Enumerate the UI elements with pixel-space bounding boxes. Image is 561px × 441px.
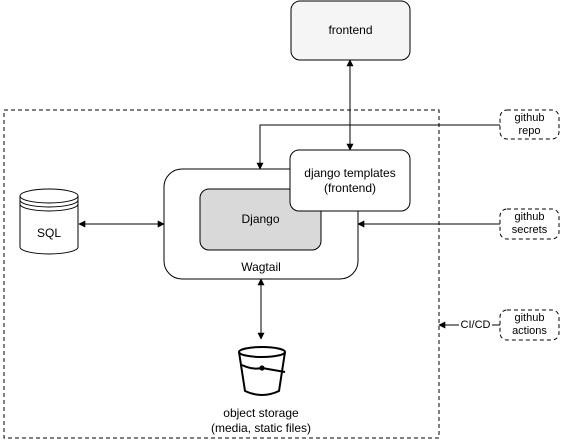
storage-bucket-icon [238,346,286,396]
github-actions-label: github actions [512,312,547,337]
github-repo-box[interactable] [499,109,560,140]
edge-repo-wagtail [256,124,500,170]
github-secrets-label: github secrets [511,211,548,236]
github-repo-label: github repo [514,111,545,137]
django-label: Django [241,212,280,226]
wagtail-label: Wagtail [241,259,281,274]
deployment-boundary [3,109,440,439]
github-secrets-box[interactable] [499,208,560,240]
django-templates-label: django templates (frontend) [304,165,396,195]
database-cylinder-icon [19,188,79,255]
frontend-label: frontend [328,23,373,37]
object-storage-label: object storage (media, static files) [210,406,312,435]
cicd-edge-label: CI/CD [460,318,491,331]
sql-label: SQL [36,225,61,240]
cicd-label-bg [459,318,492,332]
github-actions-box[interactable] [499,309,560,341]
